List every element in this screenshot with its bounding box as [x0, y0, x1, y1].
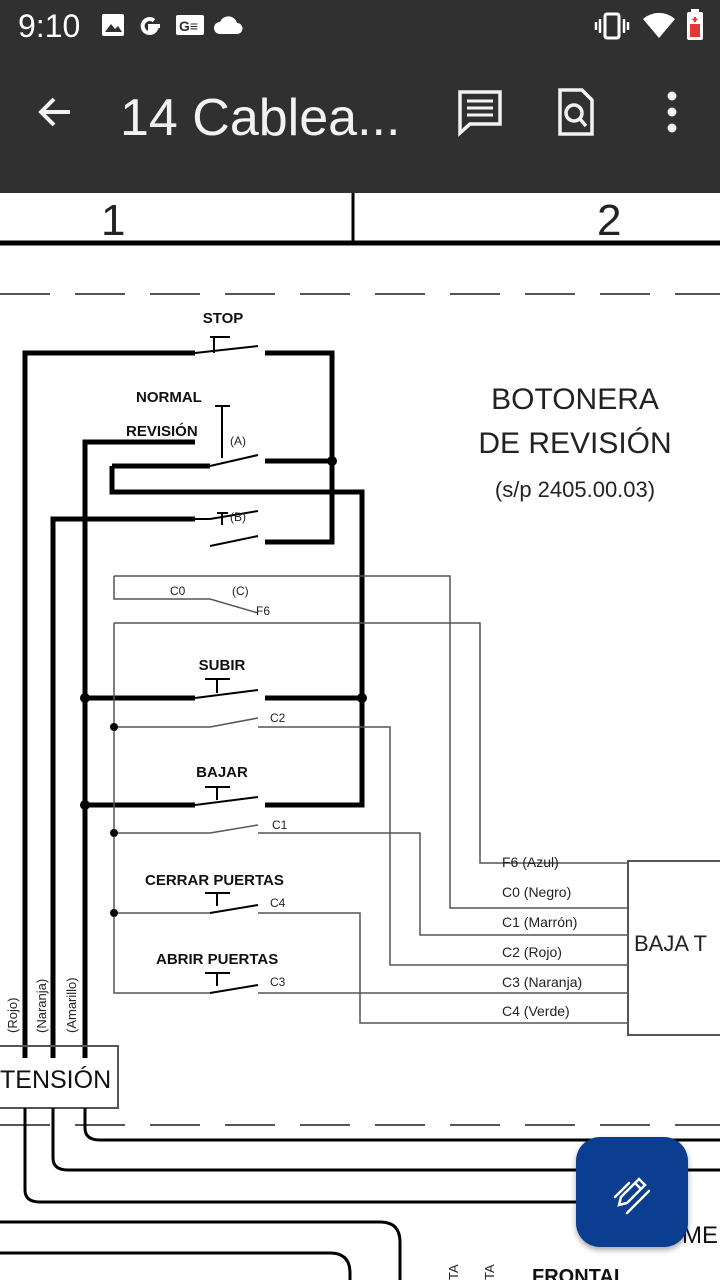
back-button[interactable] — [30, 86, 82, 138]
label-a: (A) — [230, 434, 246, 448]
label-revision: REVISIÓN — [126, 422, 198, 440]
label-cerrar-puertas: CERRAR PUERTAS — [145, 872, 284, 889]
document-title: 14 Cablea... — [120, 89, 401, 147]
label-c0: C0 — [170, 584, 186, 598]
legend-c2: C2 (Rojo) — [502, 944, 562, 960]
label-c: (C) — [232, 584, 249, 598]
battery-icon — [687, 9, 703, 40]
legend-c4: C4 (Verde) — [502, 1003, 570, 1019]
pdf-page-viewer[interactable]: 1 2 BOTONERA DE REVISIÓN (s/p 2405.00.03… — [0, 193, 720, 1280]
label-naranja: (Naranja) — [34, 979, 49, 1033]
legend-c0: C0 (Negro) — [502, 884, 571, 900]
label-f6: F6 — [256, 604, 270, 618]
label-c1: C1 — [272, 818, 288, 832]
edit-fab-button[interactable] — [576, 1137, 688, 1247]
wifi-icon — [643, 12, 675, 38]
label-rojo: (Rojo) — [5, 998, 20, 1033]
status-bar: 9:10 G≡ — [0, 0, 720, 50]
panel-title-line-3: (s/p 2405.00.03) — [495, 477, 655, 502]
label-amarillo: (Amarillo) — [64, 977, 79, 1033]
column-number-2: 2 — [597, 196, 621, 245]
vibrate-icon — [594, 12, 630, 40]
label-normal: NORMAL — [136, 389, 202, 406]
more-vertical-icon[interactable] — [646, 86, 698, 138]
tension-box — [0, 1045, 119, 1109]
label-ta-1: TA — [446, 1264, 461, 1280]
baja-label: BAJA T — [634, 931, 707, 956]
column-number-1: 1 — [101, 196, 125, 245]
legend-c3: C3 (Naranja) — [502, 974, 582, 990]
tension-label: TENSIÓN — [0, 1065, 111, 1094]
baja-tension-box — [627, 860, 720, 1036]
translate-icon: G≡ — [176, 15, 204, 35]
label-subir: SUBIR — [199, 657, 246, 674]
image-icon — [102, 14, 124, 36]
panel-title-line-1: BOTONERA — [491, 383, 659, 416]
app-bar: 14 Cablea... — [0, 50, 720, 193]
svg-text:G≡: G≡ — [179, 18, 198, 34]
label-c4: C4 — [270, 896, 286, 910]
status-time: 9:10 — [18, 8, 81, 44]
label-frontal: FRONTAL — [532, 1266, 626, 1280]
edit-pen-icon — [613, 1177, 651, 1215]
cloud-icon — [214, 16, 243, 34]
panel-title-line-2: DE REVISIÓN — [478, 427, 671, 460]
label-me: ME — [682, 1222, 718, 1249]
label-stop: STOP — [203, 310, 244, 327]
label-b: (B) — [230, 510, 246, 524]
label-c3: C3 — [270, 975, 286, 989]
label-c2: C2 — [270, 711, 286, 725]
legend-f6: F6 (Azul) — [502, 854, 559, 870]
label-ta-2: TA — [482, 1264, 497, 1280]
wiring-diagram: 1 2 BOTONERA DE REVISIÓN (s/p 2405.00.03… — [0, 193, 720, 1280]
legend-c1: C1 (Marrón) — [502, 914, 577, 930]
find-in-page-icon[interactable] — [550, 86, 602, 138]
google-icon — [140, 17, 160, 35]
label-abrir-puertas: ABRIR PUERTAS — [156, 951, 278, 968]
label-bajar: BAJAR — [196, 764, 248, 781]
comment-icon[interactable] — [454, 86, 506, 138]
